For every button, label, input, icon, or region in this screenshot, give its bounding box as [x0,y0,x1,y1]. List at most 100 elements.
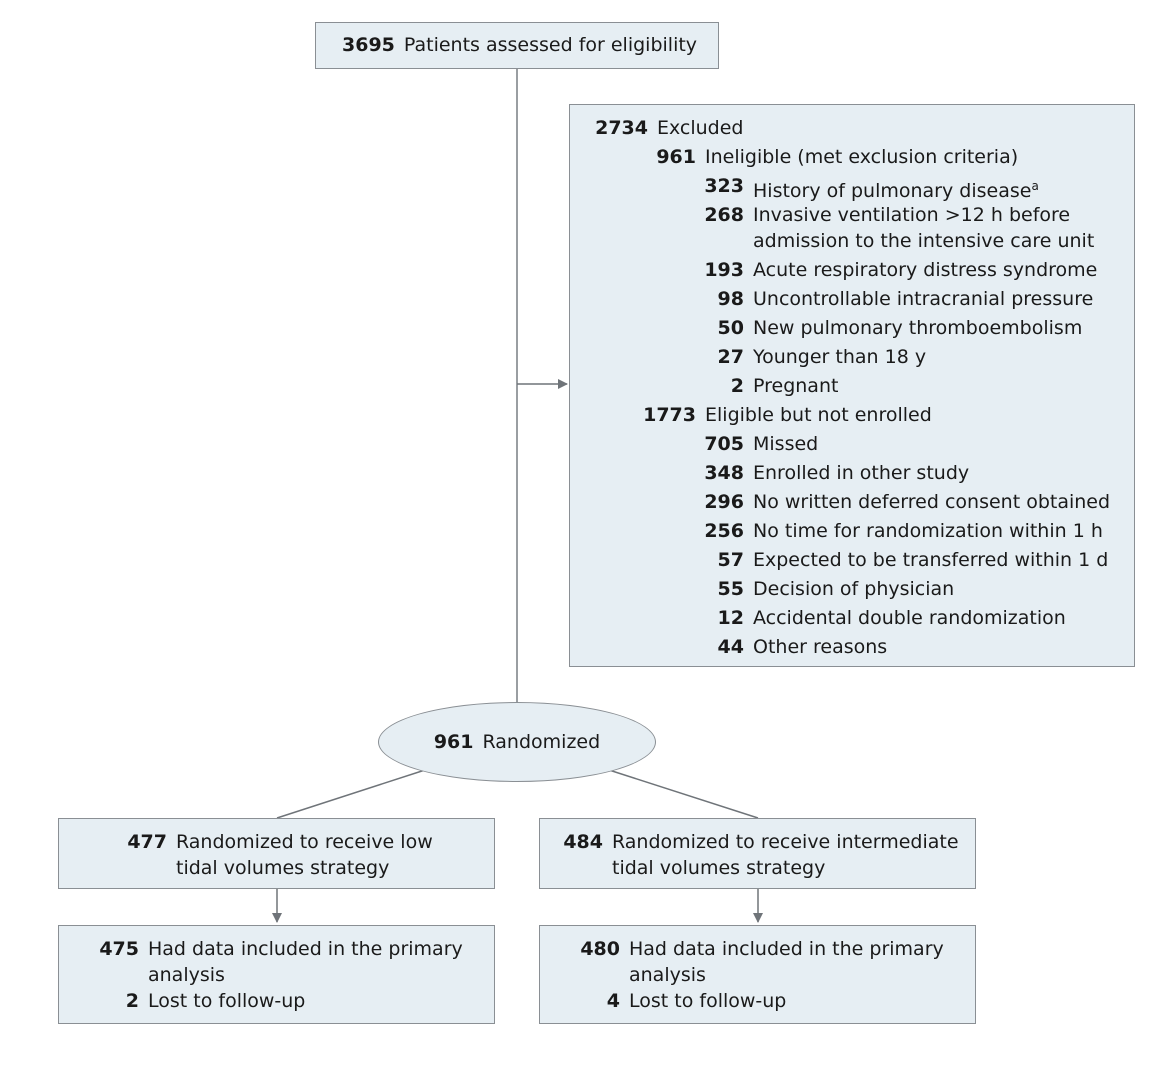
low-label-2: tidal volumes strategy [176,857,390,879]
not-enrolled-item-count: 57 [717,549,744,571]
int-label-1: Randomized to receive intermediate [612,831,959,853]
ineligible-item-row: 50 New pulmonary thromboembolism [570,315,1134,344]
ineligible-item-label: Acute respiratory distress syndrome [744,257,1097,283]
not-enrolled-item-count: 55 [717,578,744,600]
ineligible-item-row: 27 Younger than 18 y [570,344,1134,373]
split-right-line [608,769,759,819]
int-analyzed-label-2: analysis [629,964,706,986]
not-enrolled-item-text: Other reasons [753,636,888,658]
ineligible-item-text-2: admission to the intensive care unit [753,230,1095,252]
not-enrolled-item-text: No written deferred consent obtained [753,491,1111,513]
int-analyzed-label-1: Had data included in the primary [629,938,944,960]
ineligible-item-text: New pulmonary thromboembolism [753,317,1083,339]
not-enrolled-item-row: 296 No written deferred consent obtained [570,489,1134,518]
low-analysis-box: 475 Had data included in the primary ana… [58,925,495,1024]
not-enrolled-item-row: 57 Expected to be transferred within 1 d [570,547,1134,576]
low-analyzed-count: 475 [99,938,139,960]
ineligible-item-text: Acute respiratory distress syndrome [753,259,1098,281]
low-analyzed-label-2: analysis [148,964,225,986]
ineligible-item-label: Uncontrollable intracranial pressure [744,286,1093,312]
not-enrolled-item-count: 44 [717,636,744,658]
split-left-line [276,769,426,819]
not-enrolled-item-label: No time for randomization within 1 h [744,518,1103,544]
int-count: 484 [563,831,603,853]
ineligible-item-label: Pregnant [744,373,838,399]
int-label-2: tidal volumes strategy [612,857,826,879]
not-enrolled-item-label: Expected to be transferred within 1 d [744,547,1108,573]
not-enrolled-item-text: Missed [753,433,819,455]
not-enrolled-item-label: Enrolled in other study [744,460,969,486]
not-enrolled-text: Eligible but not enrolled [705,404,932,426]
low-analyzed-label-1: Had data included in the primary [148,938,463,960]
ineligible-item-count: 27 [717,346,744,368]
ineligible-item-row: 98 Uncontrollable intracranial pressure [570,286,1134,315]
ineligible-item-text: Younger than 18 y [753,346,927,368]
not-enrolled-item-text: Decision of physician [753,578,955,600]
not-enrolled-item-text: Expected to be transferred within 1 d [753,549,1109,571]
not-enrolled-item-count: 256 [704,520,744,542]
not-enrolled-row: 1773 Eligible but not enrolled [570,402,1134,431]
not-enrolled-item-row: 705 Missed [570,431,1134,460]
ineligible-row: 961 Ineligible (met exclusion criteria) [570,144,1134,173]
ineligible-count: 961 [656,146,696,168]
not-enrolled-item-row: 348 Enrolled in other study [570,460,1134,489]
ineligible-item-footnote-marker: a [1031,179,1039,193]
low-label-1: Randomized to receive low [176,831,433,853]
ineligible-item-text: Uncontrollable intracranial pressure [753,288,1094,310]
not-enrolled-item-label: Missed [744,431,818,457]
int-lost-count: 4 [606,990,620,1012]
not-enrolled-label: Eligible but not enrolled [696,402,932,428]
excluded-row: 2734 Excluded [570,115,1134,144]
not-enrolled-item-row: 44 Other reasons [570,634,1134,663]
ineligible-item-label: History of pulmonary diseasea [744,173,1039,204]
low-count: 477 [127,831,167,853]
excluded-box: 2734 Excluded 961 Ineligible (met exclusion… [569,104,1135,667]
intermediate-tidal-box: 484 Randomized to receive intermediate t… [539,818,976,889]
assessed-label: Patients assessed for eligibility [403,34,698,56]
assessed-box: 3695 Patients assessed for eligibility [315,22,719,69]
not-enrolled-count: 1773 [643,404,696,426]
low-lost-count: 2 [125,990,139,1012]
not-enrolled-item-row: 256 No time for randomization within 1 h [570,518,1134,547]
ineligible-item-count: 193 [704,259,744,281]
excluded-count: 2734 [595,117,648,139]
ineligible-item-label: New pulmonary thromboembolism [744,315,1082,341]
ineligible-item-text: History of pulmonary disease [753,180,1032,202]
not-enrolled-item-label: Decision of physician [744,576,954,602]
randomized-ellipse: 961 Randomized [378,702,656,782]
not-enrolled-item-count: 348 [704,462,744,484]
int-lost-label: Lost to follow-up [629,990,787,1012]
ineligible-item-row: 268 Invasive ventilation >12 h before admi… [570,202,1134,257]
excluded-label: Excluded [648,115,744,141]
not-enrolled-item-label: Other reasons [744,634,887,660]
ineligible-label: Ineligible (met exclusion criteria) [696,144,1018,170]
excluded-text: Excluded [657,117,744,139]
ineligible-item-count: 268 [704,204,744,226]
int-analyzed-count: 480 [580,938,620,960]
ineligible-text: Ineligible (met exclusion criteria) [705,146,1019,168]
not-enrolled-item-label: No written deferred consent obtained [744,489,1110,515]
not-enrolled-item-count: 296 [704,491,744,513]
int-analysis-box: 480 Had data included in the primary ana… [539,925,976,1024]
not-enrolled-item-text: Enrolled in other study [753,462,970,484]
ineligible-item-count: 50 [717,317,744,339]
not-enrolled-item-text: Accidental double randomization [753,607,1066,629]
ineligible-item-text: Pregnant [753,375,839,397]
low-tidal-box: 477 Randomized to receive low tidal volu… [58,818,495,889]
ineligible-item-label: Invasive ventilation >12 h before admissi… [744,202,1094,254]
not-enrolled-item-count: 705 [704,433,744,455]
ineligible-item-count: 323 [704,175,744,197]
low-lost-label: Lost to follow-up [148,990,306,1012]
ineligible-item-row: 193 Acute respiratory distress syndrome [570,257,1134,286]
not-enrolled-item-text: No time for randomization within 1 h [753,520,1103,542]
assessed-count: 3695 [342,34,395,56]
not-enrolled-item-label: Accidental double randomization [744,605,1066,631]
ineligible-item-count: 98 [717,288,744,310]
randomized-label: Randomized [482,731,601,753]
ineligible-item-text: Invasive ventilation >12 h before [753,204,1071,226]
ineligible-item-label: Younger than 18 y [744,344,926,370]
